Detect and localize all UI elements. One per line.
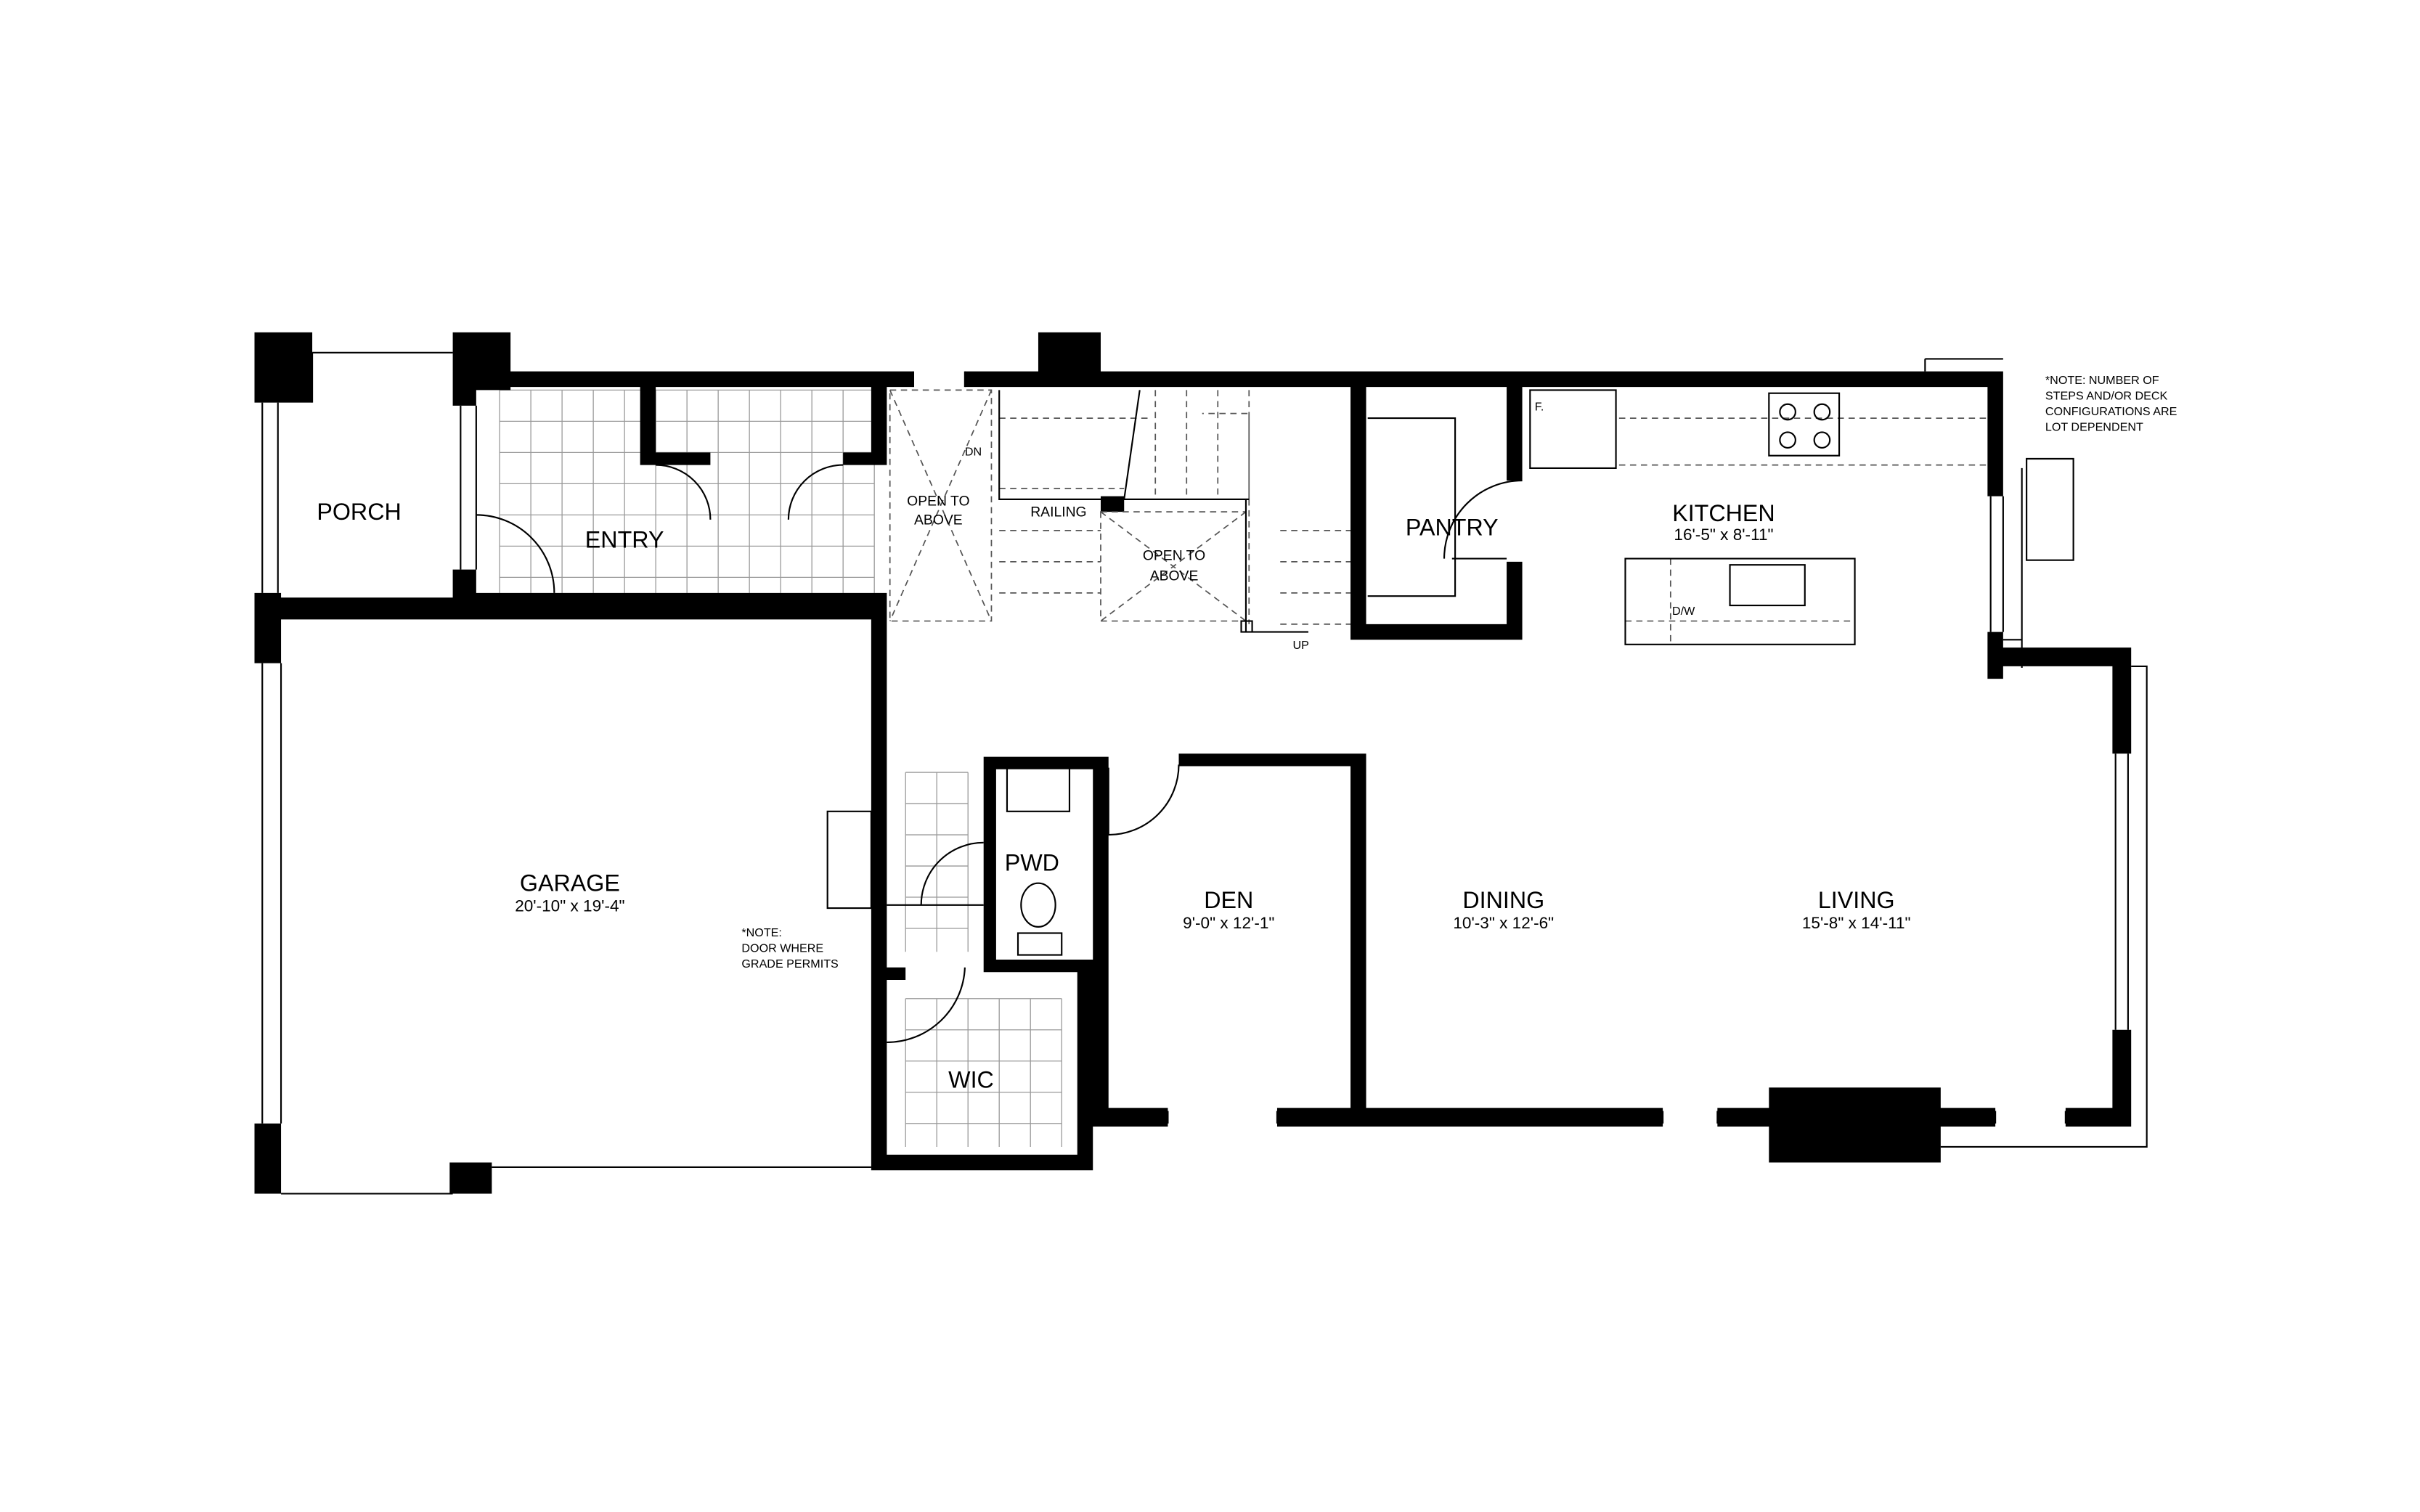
deck-note-line1: *NOTE: NUMBER OF [2045, 374, 2159, 387]
open-to-above-2-line2: ABOVE [1150, 568, 1199, 584]
entry-tile-floor [499, 389, 875, 593]
windows-and-thin-walls [261, 351, 2148, 1195]
room-wic: WIC [948, 1066, 994, 1092]
fridge-label: F. [1535, 400, 1544, 413]
open-to-above-1-line2: ABOVE [914, 512, 963, 528]
door-swings [476, 417, 1523, 1044]
room-living: LIVING [1818, 887, 1895, 913]
open-to-above-1-line1: OPEN TO [907, 493, 969, 509]
room-kitchen: KITCHEN [1672, 500, 1775, 526]
stair-up-label: UP [1292, 639, 1308, 652]
stairs-and-open-areas [889, 389, 1988, 645]
deck-note-line4: LOT DEPENDENT [2045, 420, 2143, 433]
room-living-size: 15'-8" x 14'-11" [1802, 914, 1911, 932]
room-pwd: PWD [1005, 850, 1059, 876]
garage-note-line1: *NOTE: [741, 926, 782, 939]
room-garage-size: 20'-10" x 19'-4" [515, 896, 624, 915]
powder-room-fixtures [1006, 764, 1071, 956]
room-entry: ENTRY [585, 527, 664, 553]
room-porch: PORCH [317, 499, 401, 525]
walls [254, 332, 2132, 1194]
deck-note-line2: STEPS AND/OR DECK [2045, 389, 2168, 402]
room-den: DEN [1204, 887, 1253, 913]
stair-railing [998, 390, 1308, 633]
garage-note-line3: GRADE PERMITS [741, 957, 838, 970]
room-dining: DINING [1462, 887, 1544, 913]
open-to-above-2-line1: OPEN TO [1143, 548, 1205, 564]
stair-down-label: DN [965, 446, 982, 459]
deck-step [2026, 457, 2074, 561]
garage-step [826, 810, 872, 910]
room-pantry: PANTRY [1406, 514, 1499, 540]
kitchen-island [1624, 557, 1856, 645]
deck-note-line3: CONFIGURATIONS ARE [2045, 405, 2177, 418]
railing-label: RAILING [1030, 504, 1086, 520]
garage-note-line2: DOOR WHERE [741, 941, 823, 955]
fridge [1529, 389, 1617, 469]
bath-tile-floor [905, 772, 1062, 1147]
room-garage: GARAGE [520, 870, 620, 896]
cooktop [1768, 392, 1841, 457]
room-kitchen-size: 16'-5" x 8'-11" [1674, 526, 1773, 544]
room-den-size: 9'-0" x 12'-1" [1183, 914, 1274, 932]
dishwasher-label: D/W [1672, 605, 1695, 618]
room-dining-size: 10'-3" x 12'-6" [1453, 914, 1554, 932]
